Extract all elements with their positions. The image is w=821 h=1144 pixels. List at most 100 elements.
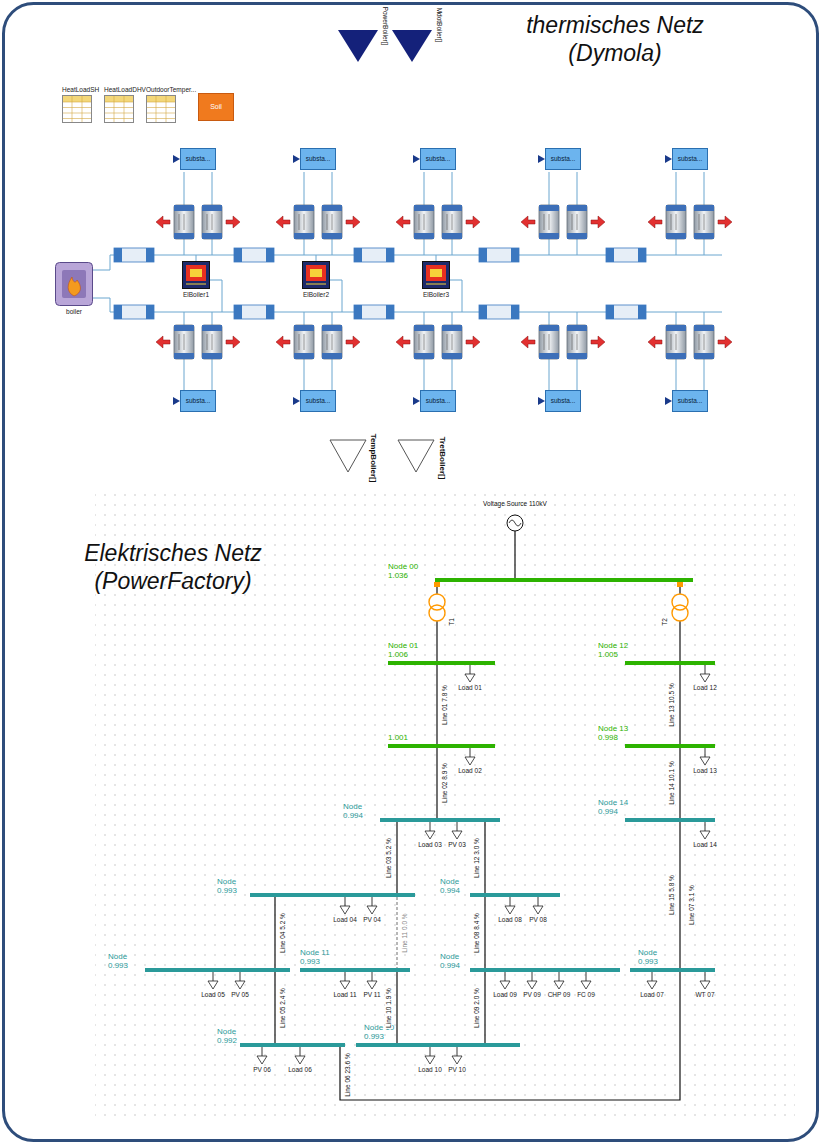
load-label: PV 05 xyxy=(231,991,249,998)
heat-port-arrow xyxy=(521,216,535,228)
module-mark xyxy=(304,334,305,350)
load-label: PV 11 xyxy=(363,991,380,998)
pipe-line xyxy=(424,172,425,205)
load-symbol xyxy=(340,972,350,989)
heat-port-arrow xyxy=(226,336,240,348)
section-title: Elektrisches Netz (PowerFactory) xyxy=(28,540,318,595)
electrical-symbols xyxy=(208,515,710,1064)
module-cap xyxy=(174,325,194,331)
pipe-line xyxy=(549,312,550,325)
block-label: substa... xyxy=(551,397,576,404)
module-body xyxy=(442,325,462,359)
heat-port-arrow xyxy=(466,336,480,348)
pipe-line xyxy=(549,359,550,390)
bus-name: Node 14 xyxy=(598,798,628,807)
pipe-line xyxy=(704,359,705,390)
module-cap xyxy=(567,353,587,359)
pipe-line xyxy=(184,239,185,255)
load-symbol xyxy=(465,748,475,765)
signal-name: TretBoiler[] xyxy=(437,437,446,480)
block-label: ElBoiler1 xyxy=(183,291,209,298)
graphic-part xyxy=(429,594,445,610)
graphic-part xyxy=(430,269,442,277)
busbar: Node0.993 xyxy=(630,968,715,972)
load-label: Load 01 xyxy=(458,684,482,691)
plug-flow-pipe xyxy=(354,248,394,262)
pipe-line xyxy=(704,172,705,205)
load-label: Load 03 xyxy=(418,841,442,848)
graphic-part xyxy=(105,107,133,108)
voltage-value: 0.994 xyxy=(440,886,460,895)
graphic-part xyxy=(345,972,346,981)
line-label: Line 07 3.1 % xyxy=(688,884,695,926)
table-block: HeatLoadSH xyxy=(62,95,92,123)
pipe-module xyxy=(294,205,314,239)
graphic-part xyxy=(559,972,560,981)
module-cap xyxy=(567,233,587,239)
module-cap xyxy=(442,205,462,211)
heat-port-arrow xyxy=(591,336,605,348)
module-cap xyxy=(567,325,587,331)
graphic-part xyxy=(257,1056,267,1064)
substation-block: substa... xyxy=(672,390,708,412)
pipe-line xyxy=(212,312,213,325)
block-icon xyxy=(422,261,450,289)
graphic-part xyxy=(63,113,91,114)
pipe-module xyxy=(694,205,714,239)
table-block: HeatLoadDHV xyxy=(104,95,134,123)
module-cap xyxy=(694,205,714,211)
bus-name: Node xyxy=(217,1027,236,1036)
graphic-part xyxy=(652,972,653,981)
heat-port-arrow xyxy=(156,216,170,228)
module-cap xyxy=(202,233,222,239)
busbar: Node 110.993 xyxy=(300,968,410,972)
module-body xyxy=(539,325,559,359)
line-label: T1 xyxy=(448,617,455,627)
open-line xyxy=(396,897,397,968)
line-label: Line 09 2.0 % xyxy=(473,987,480,1029)
graphic-part xyxy=(63,102,91,103)
pipe-line xyxy=(436,255,437,261)
frame xyxy=(4,4,818,1141)
module-mark xyxy=(327,214,328,230)
graphic-part xyxy=(647,981,657,989)
line-label: Line 15 5.8 % xyxy=(668,874,675,916)
input-connector xyxy=(665,155,672,163)
line-label: Line 13 10.5 % xyxy=(668,682,675,727)
module-mark xyxy=(671,334,672,350)
graphic-part xyxy=(372,972,373,981)
heat-port-arrow xyxy=(521,336,535,348)
plug-flow-pipe xyxy=(606,248,646,262)
substation-block: substa... xyxy=(672,148,708,170)
graphic-part xyxy=(505,906,515,914)
module-body xyxy=(202,325,222,359)
module-cap xyxy=(694,233,714,239)
module-mark xyxy=(184,334,185,350)
pipe-port xyxy=(479,305,487,319)
plug-flow-pipe xyxy=(354,305,394,319)
module-cap xyxy=(202,353,222,359)
line-connector xyxy=(274,897,275,968)
substation-block: substa... xyxy=(180,390,216,412)
electric-boiler-block: ElBoiler3 xyxy=(422,261,450,289)
busbar: Node 121.005 xyxy=(625,661,715,665)
pipe-line xyxy=(424,312,425,325)
load-symbol xyxy=(700,972,710,989)
plug-flow-pipe xyxy=(234,248,274,262)
pipe-line xyxy=(212,359,213,390)
input-connector xyxy=(538,397,545,405)
module-cap xyxy=(666,353,686,359)
plug-flow-pipe xyxy=(234,305,274,319)
graphic-part xyxy=(56,263,93,306)
load-label: PV 06 xyxy=(253,1066,271,1073)
line-connector xyxy=(484,972,485,1043)
module-cap xyxy=(539,233,559,239)
block-label: substa... xyxy=(426,155,451,162)
module-body xyxy=(174,205,194,239)
module-mark xyxy=(299,334,300,350)
pipe-module xyxy=(202,325,222,359)
plug-flow-pipe xyxy=(114,248,154,262)
input-connector xyxy=(173,397,180,405)
signal-name: TempBoiler[] xyxy=(368,434,377,483)
sine-mark xyxy=(509,520,521,526)
